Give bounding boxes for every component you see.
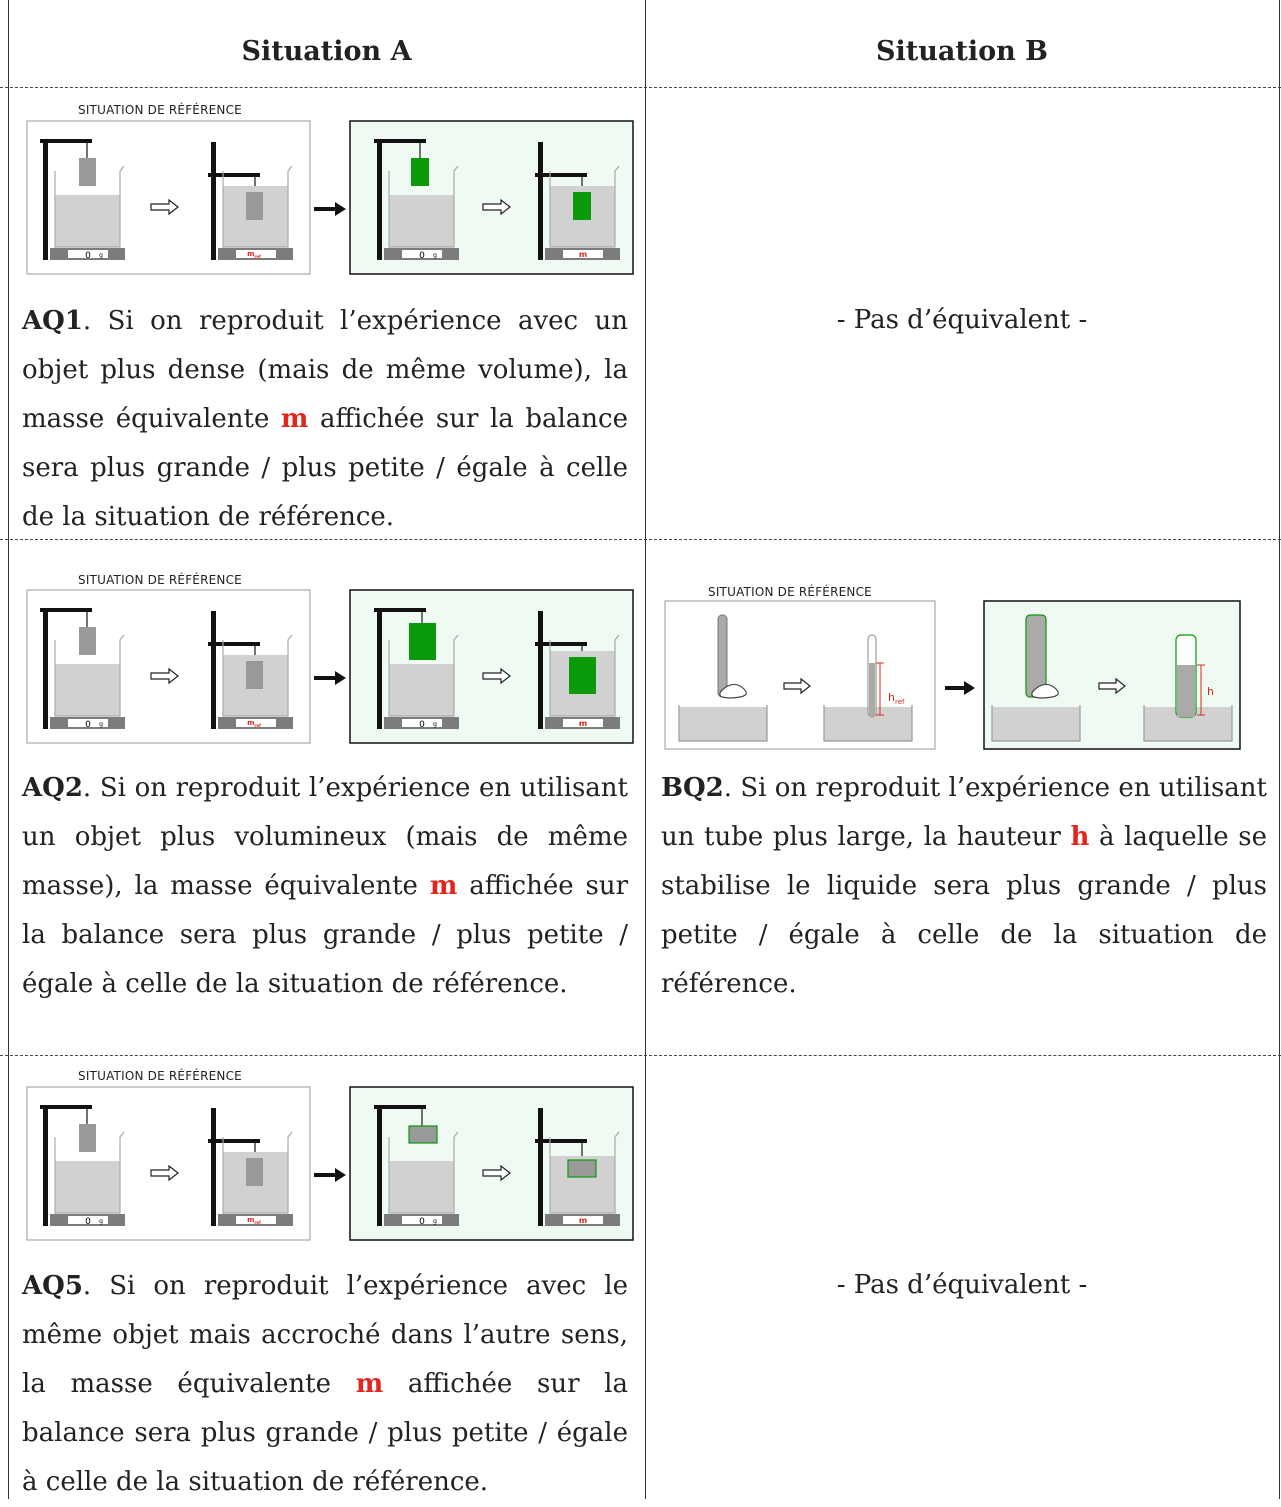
reference-label: SITUATION DE RÉFÉRENCE — [78, 103, 242, 117]
svg-text:g: g — [99, 721, 103, 728]
variable-m: m — [429, 871, 458, 901]
table-column-divider — [645, 0, 646, 1499]
tube — [717, 614, 728, 698]
scale-m: m — [579, 250, 587, 259]
question-aq2: AQ2. Si on reproduit l’expérience en uti… — [22, 764, 628, 1009]
hollow-arrow-icon — [150, 1164, 179, 1182]
svg-text:0: 0 — [419, 251, 425, 261]
scale-unit: g — [99, 252, 103, 259]
beaker — [54, 165, 125, 248]
scale-display — [236, 250, 276, 258]
no-equivalent-1: - Pas d’équivalent - — [836, 305, 1088, 335]
header-row-divider — [0, 87, 1281, 88]
question-label: AQ2 — [22, 773, 83, 803]
question-label: AQ5 — [22, 1271, 83, 1301]
question-aq5: AQ5. Si on reproduit l’expérience avec l… — [22, 1262, 628, 1507]
reference-label: SITUATION DE RÉFÉRENCE — [708, 585, 872, 599]
reference-label: SITUATION DE RÉFÉRENCE — [78, 573, 242, 587]
svg-text:0: 0 — [85, 720, 91, 730]
variable-h: h — [1070, 822, 1090, 852]
figure-bq2: href h — [664, 600, 1241, 750]
question-text: affichée sur la balance sera plus grande… — [22, 871, 628, 999]
liquid-tray — [679, 707, 767, 741]
black-arrow-icon — [945, 681, 975, 695]
svg-text:g: g — [433, 252, 437, 259]
question-aq1: AQ1. Si on reproduit l’expérience avec u… — [22, 297, 628, 542]
stand-arm — [208, 173, 260, 177]
row-2-divider — [0, 1055, 1281, 1056]
variable-m: m — [355, 1369, 384, 1399]
h-label: h — [1207, 685, 1214, 698]
figure-aq1: 0 g mref 0 g m — [26, 120, 634, 275]
no-equivalent-2: - Pas d’équivalent - — [836, 1270, 1088, 1300]
question-bq2: BQ2. Si on reproduit l’expérience en uti… — [661, 764, 1267, 1009]
hollow-arrow-icon — [783, 677, 811, 695]
svg-text:m: m — [579, 1216, 587, 1225]
figure-aq5: 0 g mref 0 g m — [26, 1086, 634, 1241]
rotated-object — [408, 1125, 438, 1144]
question-text: . Si on reproduit l’expérience en utilis… — [22, 773, 628, 901]
black-arrow-icon — [314, 202, 346, 216]
voluminous-object — [409, 623, 436, 660]
question-text: affichée sur la balance sera plus grande… — [22, 1369, 629, 1497]
question-text: à laquelle se stabilise le liquide sera … — [661, 822, 1267, 999]
hand-icon — [719, 683, 747, 699]
svg-text:0: 0 — [85, 1217, 91, 1227]
reference-label: SITUATION DE RÉFÉRENCE — [78, 1069, 242, 1083]
question-text: . Si on reproduit l’expérience en utilis… — [661, 773, 1267, 852]
question-text: . Si on reproduit l’expérience avec un o… — [22, 306, 628, 434]
header-situation-a: Situation A — [241, 36, 412, 67]
scale-zero: 0 — [85, 251, 91, 261]
stand-pole — [43, 142, 48, 260]
variable-m: m — [280, 404, 309, 434]
dense-object — [411, 158, 429, 186]
svg-text:g: g — [99, 1218, 103, 1225]
question-label: AQ1 — [22, 306, 83, 336]
hollow-arrow-icon — [150, 198, 179, 216]
table-right-border — [1279, 0, 1280, 1499]
hollow-arrow-icon — [150, 667, 179, 685]
svg-text:g: g — [433, 1218, 437, 1225]
svg-text:mref: mref — [247, 1216, 261, 1225]
row-1-divider — [0, 539, 1281, 540]
svg-text:m: m — [579, 719, 587, 728]
header-situation-b: Situation B — [876, 36, 1048, 67]
table-left-border — [8, 0, 9, 1499]
beaker — [222, 165, 293, 248]
beaker-liquid — [55, 195, 120, 247]
svg-text:0: 0 — [419, 720, 425, 730]
h-ref-label: href — [888, 691, 905, 706]
figure-aq2: 0 g mref 0 g m — [26, 589, 634, 744]
question-text: affichée sur la balance sera plus grande… — [22, 404, 628, 532]
svg-text:mref: mref — [247, 719, 261, 728]
stand-pole — [211, 142, 216, 260]
svg-text:0: 0 — [419, 1217, 425, 1227]
question-label: BQ2 — [661, 773, 724, 803]
question-text: . Si on reproduit l’expérience avec le m… — [22, 1271, 628, 1399]
black-arrow-icon — [314, 1168, 346, 1182]
scale-display — [68, 250, 108, 258]
black-arrow-icon — [314, 671, 346, 685]
svg-text:g: g — [433, 721, 437, 728]
hanging-object — [79, 158, 96, 186]
stand-arm — [40, 139, 92, 143]
scale-m-ref: mref — [247, 250, 261, 259]
